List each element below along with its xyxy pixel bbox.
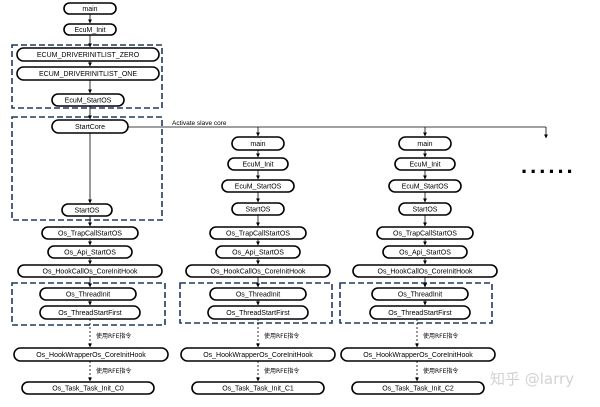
hookcall-node: Os_HookCallOs_CoreInitHook (352, 264, 498, 278)
ecum-init-node: EcuM_Init (394, 157, 456, 171)
threadinit-node: Os_ThreadInit (39, 287, 137, 301)
svg-text:Os_HookWrapperOs_CoreInitHook: Os_HookWrapperOs_CoreInitHook (36, 352, 146, 359)
svg-text:Os_Api_StartOS: Os_Api_StartOS (232, 250, 284, 257)
svg-text:Os_ThreadInit: Os_ThreadInit (236, 292, 280, 299)
svg-text:Os_HookCallOs_CoreInitHook: Os_HookCallOs_CoreInitHook (211, 269, 306, 276)
ecum-init-node: EcuM_Init (63, 23, 117, 36)
rfe-label: 使用RFE指令 (264, 332, 299, 340)
ecum-init-node: EcuM_Init (227, 157, 289, 171)
hookcall-node: Os_HookCallOs_CoreInitHook (185, 264, 331, 278)
hookwrapper-node: Os_HookWrapperOs_CoreInitHook (13, 347, 169, 362)
rfe-label: 使用RFE指令 (264, 367, 299, 375)
task-init-node: Os_Task_Task_Init_C0 (21, 381, 155, 395)
api-startos-node: Os_Api_StartOS (215, 245, 301, 259)
svg-text:Os_HookWrapperOs_CoreInitHook: Os_HookWrapperOs_CoreInitHook (363, 352, 473, 359)
svg-text:main: main (82, 6, 97, 13)
ecum-init-group (11, 44, 163, 109)
svg-text:Os_ThreadInit: Os_ThreadInit (66, 292, 110, 299)
svg-text:ECUM_DRIVERINITLIST_ZERO: ECUM_DRIVERINITLIST_ZERO (37, 52, 140, 59)
svg-text:Os_ThreadStartFirst: Os_ThreadStartFirst (58, 310, 121, 317)
api-startos-node: Os_Api_StartOS (382, 245, 468, 259)
svg-text:Os_HookCallOs_CoreInitHook: Os_HookCallOs_CoreInitHook (378, 269, 473, 276)
ecum-startos-node: EcuM_StartOS (51, 93, 125, 107)
svg-text:EcuM_StartOS: EcuM_StartOS (235, 184, 282, 191)
svg-text:Os_Task_Task_Init_C1: Os_Task_Task_Init_C1 (222, 386, 294, 393)
svg-text:Os_ThreadStartFirst: Os_ThreadStartFirst (226, 310, 289, 317)
trapcall-node: Os_TrapCallStartOS (376, 226, 474, 240)
svg-text:EcuM_Init: EcuM_Init (409, 162, 440, 169)
svg-text:StartCore: StartCore (75, 124, 105, 131)
ecum-startos-node: EcuM_StartOS (388, 179, 462, 193)
svg-text:main: main (417, 141, 432, 148)
svg-text:Os_HookWrapperOs_CoreInitHook: Os_HookWrapperOs_CoreInitHook (203, 352, 313, 359)
rfe-label: 使用RFE指令 (423, 332, 458, 340)
svg-text:Os_HookCallOs_CoreInitHook: Os_HookCallOs_CoreInitHook (43, 269, 138, 276)
watermark: 知乎 @larry (490, 370, 574, 388)
hookwrapper-node: Os_HookWrapperOs_CoreInitHook (340, 347, 496, 362)
main-node: main (63, 2, 117, 15)
svg-text:StartOS: StartOS (75, 208, 100, 215)
hookwrapper-node: Os_HookWrapperOs_CoreInitHook (180, 347, 336, 362)
startcore-node: StartCore (51, 119, 129, 134)
trapcall-node: Os_TrapCallStartOS (209, 226, 307, 240)
thread-group-c2 (339, 282, 493, 324)
hookcall-node: Os_HookCallOs_CoreInitHook (17, 264, 163, 278)
driverinit-one-node: ECUM_DRIVERINITLIST_ONE (16, 66, 160, 81)
api-startos-node: Os_Api_StartOS (47, 245, 133, 259)
threadinit-node: Os_ThreadInit (371, 287, 469, 301)
svg-text:Os_ThreadInit: Os_ThreadInit (398, 292, 442, 299)
svg-text:Os_Task_Task_Init_C2: Os_Task_Task_Init_C2 (382, 386, 454, 393)
more-cores-ellipsis: ...... (521, 153, 576, 178)
threadstart-node: Os_ThreadStartFirst (39, 305, 141, 320)
task-init-node: Os_Task_Task_Init_C2 (351, 381, 485, 395)
svg-text:StartOS: StartOS (413, 207, 438, 214)
svg-text:EcuM_StartOS: EcuM_StartOS (65, 98, 112, 105)
startos-node: StartOS (231, 202, 285, 216)
svg-text:Os_TrapCallStartOS: Os_TrapCallStartOS (226, 231, 290, 238)
core0-column: Activate slave core main EcuM_Init ECUM_… (11, 2, 548, 395)
rfe-label: 使用RFE指令 (96, 367, 131, 375)
core1-column: main EcuM_Init EcuM_StartOS StartOS Os_T… (179, 136, 336, 395)
core2-column: main EcuM_Init EcuM_StartOS StartOS Os_T… (339, 136, 498, 395)
threadinit-node: Os_ThreadInit (209, 287, 307, 301)
svg-text:Os_TrapCallStartOS: Os_TrapCallStartOS (393, 231, 457, 238)
threadstart-node: Os_ThreadStartFirst (207, 305, 309, 320)
trapcall-node: Os_TrapCallStartOS (41, 226, 139, 240)
svg-text:EcuM_Init: EcuM_Init (74, 27, 105, 34)
thread-group-c0 (11, 282, 166, 326)
svg-text:Os_ThreadStartFirst: Os_ThreadStartFirst (388, 310, 451, 317)
svg-text:main: main (250, 141, 265, 148)
activate-label: Activate slave core (172, 120, 227, 127)
thread-group-c1 (179, 282, 333, 324)
svg-text:EcuM_Init: EcuM_Init (242, 162, 273, 169)
svg-text:EcuM_StartOS: EcuM_StartOS (402, 184, 449, 191)
driverinit-zero-node: ECUM_DRIVERINITLIST_ZERO (16, 47, 160, 62)
startos-node: StartOS (61, 203, 113, 217)
startos-node: StartOS (398, 202, 452, 216)
rfe-label: 使用RFE指令 (96, 332, 131, 340)
main-node: main (398, 136, 452, 151)
task-init-node: Os_Task_Task_Init_C1 (191, 381, 325, 395)
rfe-label: 使用RFE指令 (423, 367, 458, 375)
svg-text:Os_Api_StartOS: Os_Api_StartOS (399, 250, 451, 257)
startos-group (11, 116, 163, 221)
main-node: main (231, 136, 285, 151)
svg-text:Os_Task_Task_Init_C0: Os_Task_Task_Init_C0 (52, 386, 124, 393)
svg-text:Os_TrapCallStartOS: Os_TrapCallStartOS (58, 231, 122, 238)
threadstart-node: Os_ThreadStartFirst (369, 305, 471, 320)
svg-text:Os_Api_StartOS: Os_Api_StartOS (64, 250, 116, 257)
svg-text:StartOS: StartOS (246, 207, 271, 214)
svg-text:ECUM_DRIVERINITLIST_ONE: ECUM_DRIVERINITLIST_ONE (39, 71, 137, 78)
ecum-startos-node: EcuM_StartOS (221, 179, 295, 193)
